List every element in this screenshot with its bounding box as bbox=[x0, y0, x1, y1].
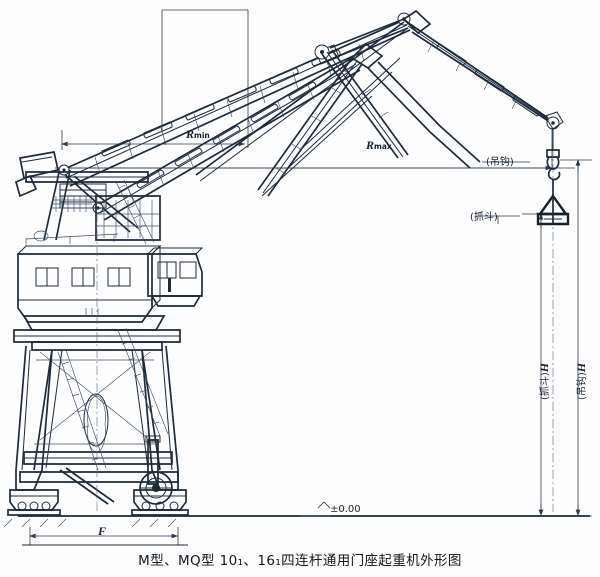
dimension-framework bbox=[18, 9, 592, 546]
dimension-label-rmin: Rmin bbox=[186, 127, 210, 141]
datum-level-label: ±0.00 bbox=[330, 504, 361, 515]
travel-bogies bbox=[3, 489, 189, 528]
dimension-label-gauge: F bbox=[98, 524, 107, 538]
heel-detail bbox=[52, 196, 92, 212]
machinery-house-and-aframe bbox=[13, 151, 204, 351]
hook-and-grab bbox=[536, 128, 570, 226]
figure-caption: M型、MQ型 10₁、16₁四连杆通用门座起重机外形图 bbox=[138, 553, 462, 569]
dimension-label-h-hook: (吊钩)H bbox=[574, 362, 588, 400]
annotation-hook: (吊钩) bbox=[486, 157, 514, 168]
luffing-jib-lowered bbox=[95, 42, 481, 221]
centre-lines bbox=[96, 130, 554, 512]
dimension-label-rmax: Rmax bbox=[366, 138, 392, 152]
annotation-grab: (抓斗) bbox=[470, 212, 498, 223]
dimension-label-h-grab: (抓斗)H bbox=[537, 362, 551, 400]
portal-frame bbox=[15, 327, 179, 505]
